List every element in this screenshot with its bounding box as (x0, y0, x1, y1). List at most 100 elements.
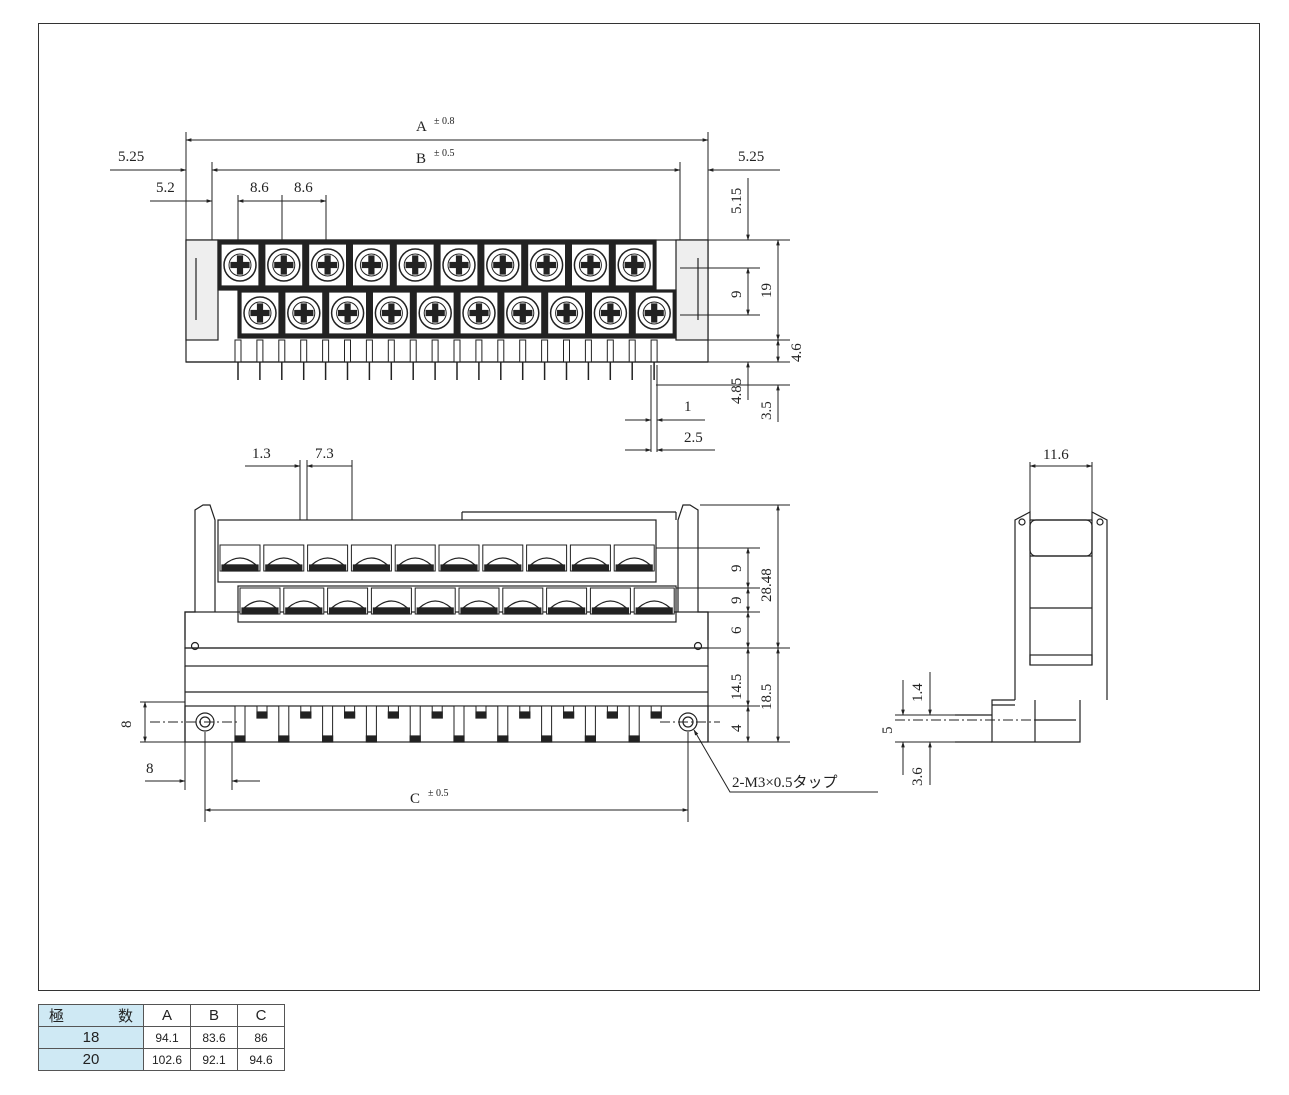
pin-icon (650, 339, 658, 380)
terminal-cap-icon (414, 587, 456, 615)
pin-icon (497, 705, 509, 743)
screw-icon (634, 291, 674, 335)
dim-h-lower: 14.5 (729, 674, 745, 700)
pin-icon (431, 705, 443, 719)
pin-icon (475, 339, 483, 380)
terminal-cap-icon (458, 587, 500, 615)
pin-icon (278, 339, 286, 380)
pin-icon (563, 339, 570, 380)
dim-h-total: 28.48 (759, 568, 775, 602)
header-b: B (190, 1004, 238, 1027)
dim-row-gap: 9 (729, 291, 745, 299)
terminal-cap-icon (438, 544, 480, 572)
pin-icon (453, 705, 465, 743)
screw-icon (328, 291, 368, 335)
front-upper-caps (219, 544, 655, 572)
terminal-cap-icon (502, 587, 544, 615)
dim-c-tolerance: ± 0.5 (428, 788, 449, 799)
dim-height: 19 (759, 283, 775, 298)
pin-icon (256, 339, 264, 380)
screw-icon (546, 291, 587, 335)
top-pins (234, 339, 658, 380)
terminal-cap-icon (482, 544, 524, 572)
dim-left-offset: 5.25 (118, 149, 144, 165)
dim-pitch-1: 8.6 (250, 180, 269, 196)
screw-icon (371, 291, 411, 335)
row-pole-count: 20 (38, 1048, 144, 1071)
top-lower-screws (240, 291, 674, 335)
row-a-value: 102.6 (143, 1048, 191, 1071)
pin-icon (453, 339, 461, 380)
pin-icon (562, 705, 575, 719)
screw-icon (439, 243, 479, 287)
screw-icon (240, 291, 280, 335)
pole-count-table: 極 数 A B C 18 94.1 83.6 86 20 102.6 92.1 … (38, 1004, 285, 1071)
header-c: C (237, 1004, 285, 1027)
screw-icon (570, 243, 611, 287)
terminal-cap-icon (350, 544, 392, 572)
dim-first-pitch: 5.2 (156, 180, 175, 196)
dim-left-w: 8 (146, 761, 154, 777)
screw-icon (614, 243, 654, 287)
pin-icon (365, 339, 373, 380)
pin-icon (628, 339, 636, 380)
technical-drawing: A ± 0.8 B ± 0.5 5.25 5.25 5.2 8.6 8.6 5.… (110, 116, 1108, 822)
dim-h-base: 6 (729, 626, 745, 634)
screw-icon (459, 291, 499, 335)
dim-h-row2: 9 (729, 597, 745, 605)
pin-icon (606, 705, 619, 719)
row-c-value: 86 (237, 1026, 285, 1049)
dim-a-label: A (416, 119, 427, 135)
screw-icon (395, 243, 435, 287)
side-view (955, 511, 1108, 743)
pin-icon (300, 339, 308, 380)
screw-icon (308, 243, 348, 287)
table-row: 20 102.6 92.1 94.6 (38, 1048, 285, 1071)
header-a: A (143, 1004, 191, 1027)
front-view (184, 504, 709, 743)
pin-icon (431, 339, 439, 380)
screw-icon (264, 243, 304, 287)
pin-icon (256, 705, 268, 719)
dim-b-tolerance: ± 0.5 (434, 148, 455, 159)
terminal-cap-icon (569, 544, 611, 572)
terminal-cap-icon (589, 587, 631, 615)
dim-pitch-2: 8.6 (294, 180, 313, 196)
pin-icon (584, 705, 597, 743)
dim-h-lower-total: 18.5 (759, 684, 775, 710)
pin-icon (322, 705, 334, 743)
screw-icon (526, 243, 567, 287)
row-a-value: 94.1 (143, 1026, 191, 1049)
terminal-cap-icon (394, 544, 436, 572)
terminal-cap-icon (526, 544, 568, 572)
top-view (185, 239, 709, 380)
pin-icon (344, 339, 351, 380)
dim-side-d3: 3.6 (910, 767, 926, 786)
screw-icon (220, 243, 260, 287)
dim-b-label: B (416, 151, 426, 167)
pin-icon (519, 339, 527, 380)
screw-icon (351, 243, 391, 287)
row-c-value: 94.6 (237, 1048, 285, 1071)
dim-pin-h3: 3.5 (759, 401, 775, 420)
dim-pin-pitch: 2.5 (684, 430, 703, 446)
pin-icon (606, 339, 614, 380)
pin-icon (234, 705, 246, 743)
front-lower-caps (239, 587, 675, 615)
pin-icon (409, 339, 417, 380)
pin-icon (584, 339, 592, 380)
dim-h-row1: 9 (729, 565, 745, 573)
screw-icon (590, 291, 631, 335)
dim-c-label: C (410, 791, 420, 807)
terminal-cap-icon (633, 587, 675, 615)
top-view-labels: A ± 0.8 B ± 0.5 5.25 5.25 5.2 8.6 8.6 5.… (118, 116, 805, 446)
dim-side-d1: 1.4 (910, 683, 926, 702)
terminal-cap-icon (219, 544, 261, 572)
dim-h-bottom: 4 (729, 724, 745, 732)
screw-icon (483, 243, 523, 287)
terminal-cap-icon (239, 587, 281, 615)
pin-icon (234, 339, 242, 380)
row-b-value: 83.6 (190, 1026, 238, 1049)
terminal-cap-icon (307, 544, 349, 572)
dim-pin-width: 1 (684, 399, 692, 415)
